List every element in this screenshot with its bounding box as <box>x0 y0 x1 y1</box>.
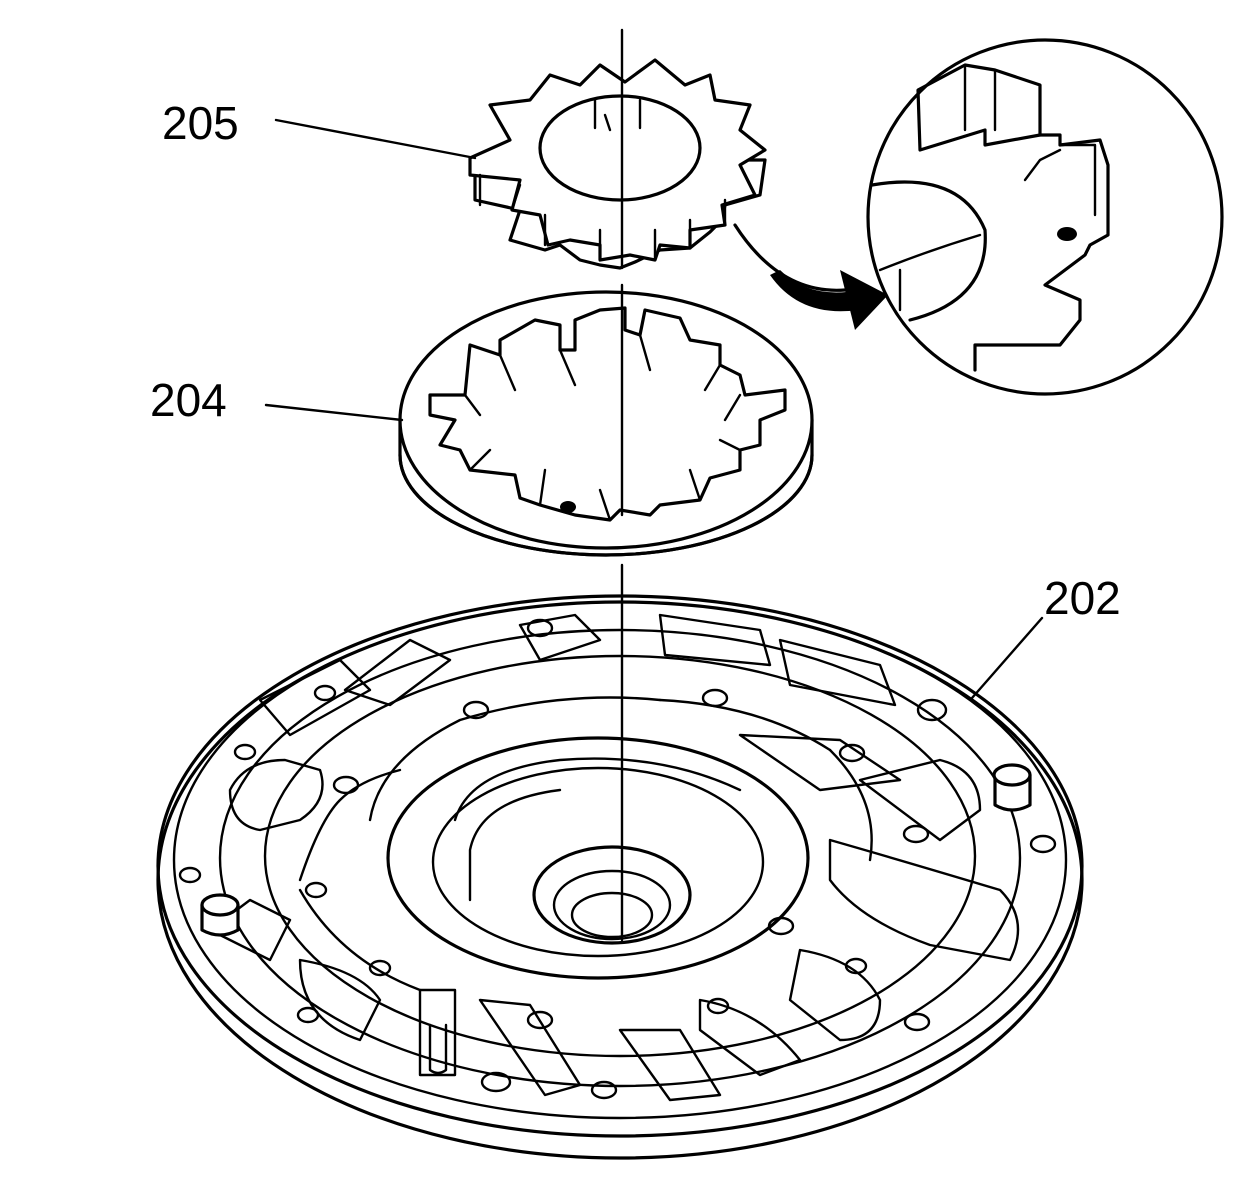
callout-leaders <box>264 118 1044 700</box>
callout-202: 202 <box>1044 572 1121 624</box>
callout-205: 205 <box>162 97 239 149</box>
pump-body <box>156 594 1084 1160</box>
detail-arrow <box>733 223 888 330</box>
outer-ring-gear <box>398 290 814 557</box>
dowel-pins <box>200 763 1032 1075</box>
inner-drive-gear <box>468 58 767 270</box>
detail-inset <box>866 38 1224 396</box>
bolt-holes <box>178 618 1057 1100</box>
callout-204: 204 <box>150 374 227 426</box>
